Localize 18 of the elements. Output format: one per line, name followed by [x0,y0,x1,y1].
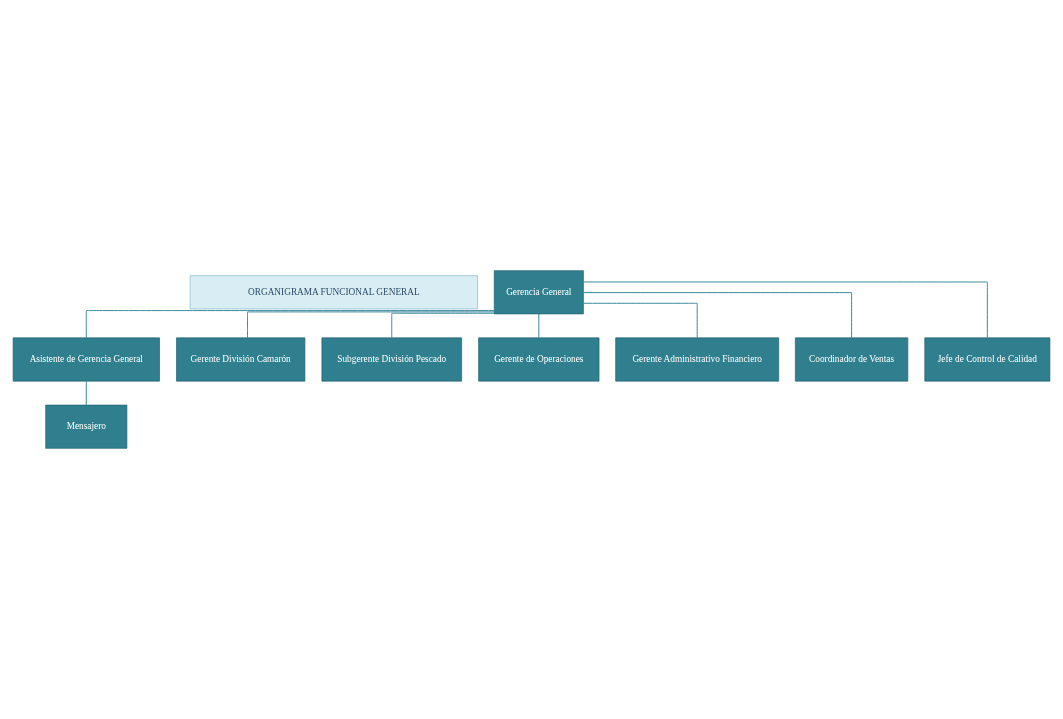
node-box: Gerencia General [493,270,584,315]
node-box: Asistente de Gerencia General [12,337,160,382]
connector [538,313,540,339]
node-box: Gerente Administrativo Financiero [615,337,780,382]
node-box: ORGANIGRAMA FUNCIONAL GENERAL [189,275,478,310]
node-box: Gerente División Camarón [176,337,306,382]
connector [247,311,495,339]
node-box: Coordinador de Ventas [795,337,909,382]
connector [391,312,495,339]
connector [583,292,853,339]
connector [85,380,87,406]
node-box: Mensajero [45,404,128,449]
node-box: Jefe de Control de Calidad [924,337,1051,382]
connector [583,302,698,339]
node-box: Gerente de Operaciones [478,337,600,382]
node-box: Subgerente División Pescado [321,337,462,382]
connector [85,310,495,339]
connector [582,281,988,339]
